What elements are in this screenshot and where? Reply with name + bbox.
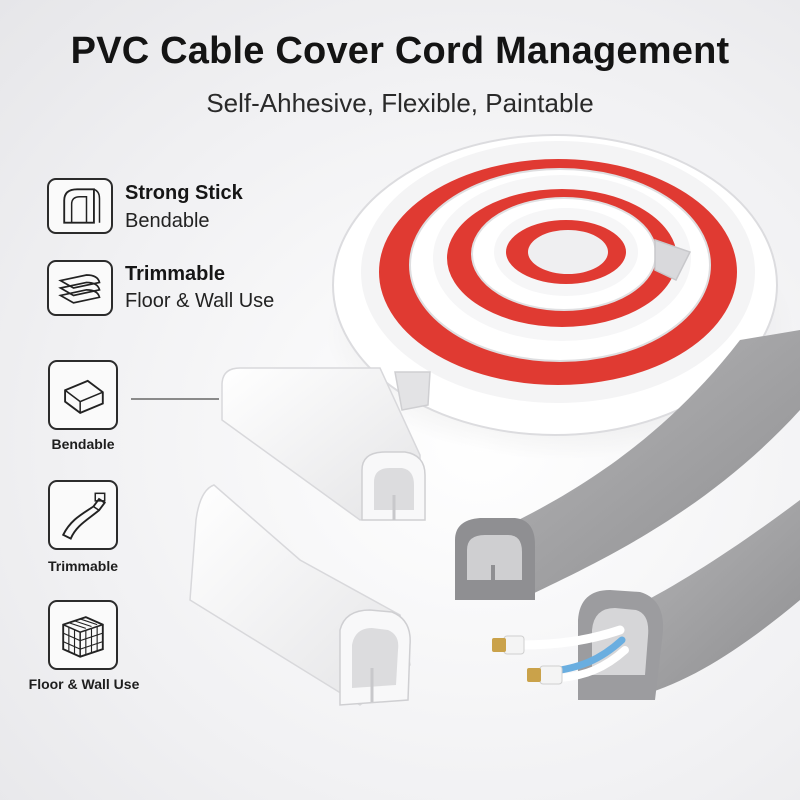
adhesive-strips-icon: [47, 260, 113, 316]
cables: [492, 625, 629, 685]
white-piece-lower: [189, 484, 411, 706]
channel-piece-icon: [48, 360, 118, 430]
feature-title-strong-stick: Strong Stick: [125, 182, 243, 204]
caption-floor-wall: Floor & Wall Use: [28, 676, 140, 692]
white-piece-upper: [221, 367, 426, 521]
channel-corner-icon: [47, 178, 113, 234]
feature-subtitle-floor-wall: Floor & Wall Use: [125, 290, 275, 312]
bent-strip-icon: [48, 480, 118, 550]
page-subtitle: Self-Ahhesive, Flexible, Paintable: [206, 88, 594, 118]
feature-subtitle-bendable: Bendable: [125, 210, 210, 232]
leader-line: [131, 398, 219, 400]
white-coil: [332, 134, 778, 436]
caption-trimmable: Trimmable: [47, 558, 119, 574]
caption-bendable: Bendable: [51, 436, 115, 452]
feature-title-trimmable: Trimmable: [125, 263, 226, 285]
grid-cube-icon: [48, 600, 118, 670]
page-title: PVC Cable Cover Cord Management: [70, 30, 730, 72]
gray-strip-upper: [455, 330, 800, 600]
